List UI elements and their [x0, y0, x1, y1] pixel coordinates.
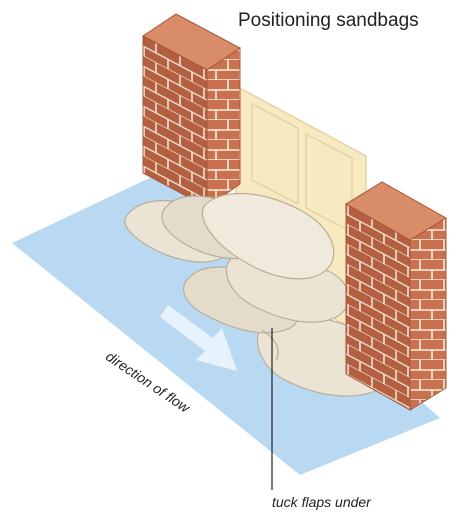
brick-pillar-front — [346, 182, 446, 410]
callout-label: tuck flaps under — [272, 494, 371, 510]
diagram-title: Positioning sandbags — [238, 10, 419, 32]
brick-pillar-back — [143, 14, 240, 207]
